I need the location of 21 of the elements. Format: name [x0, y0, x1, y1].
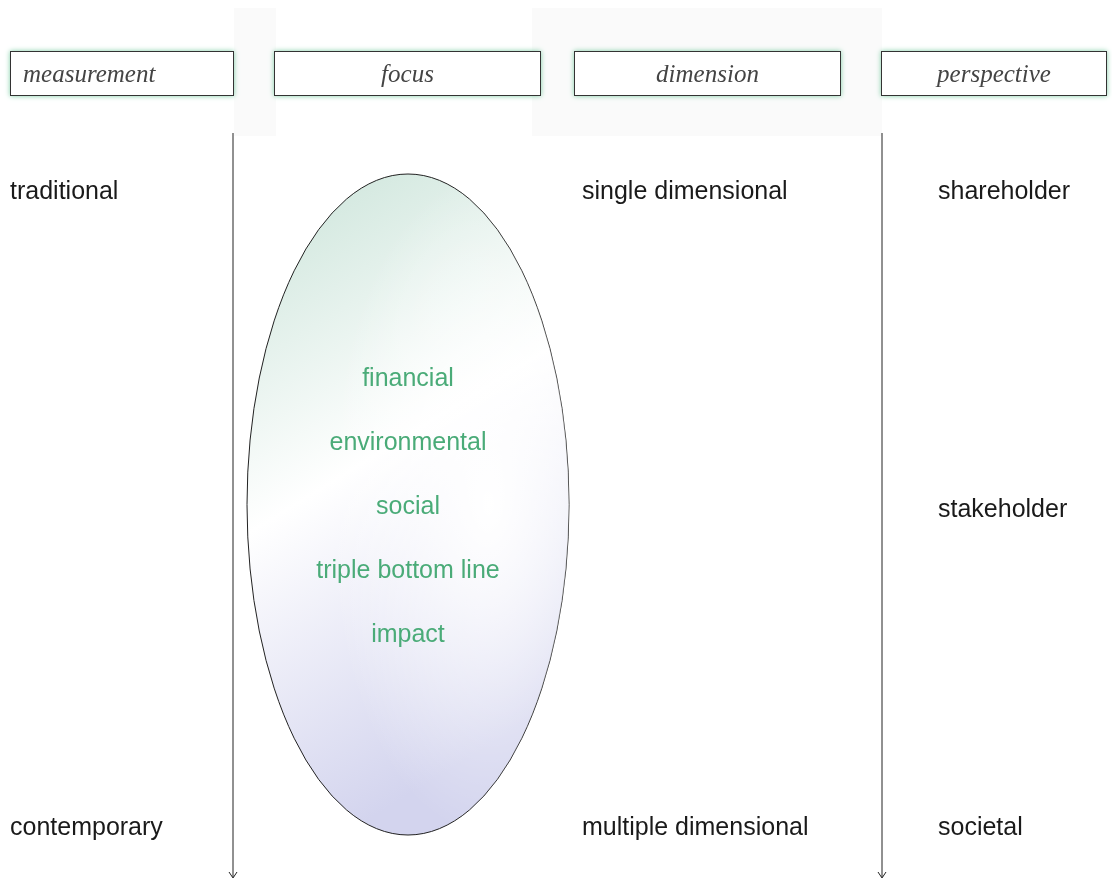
scale-label: stakeholder	[938, 493, 1068, 523]
header-box	[881, 51, 1107, 96]
focus-item: triple bottom line	[316, 553, 500, 585]
focus-item: impact	[371, 617, 445, 649]
header-text: perspective	[937, 58, 1051, 89]
focus-item: social	[376, 489, 440, 521]
header-box	[274, 51, 541, 96]
scale-label: shareholder	[938, 175, 1071, 205]
focus-item: financial	[362, 361, 454, 393]
scale-label: societal	[938, 811, 1023, 841]
header-box	[574, 51, 841, 96]
scale-label: single dimensional	[582, 175, 788, 205]
header-text: focus	[381, 58, 434, 89]
header-text: measurement	[23, 58, 156, 89]
focus-item: environmental	[329, 425, 487, 457]
scale-label: contemporary	[10, 811, 163, 841]
scale-label: traditional	[10, 175, 119, 205]
scale-label: multiple dimensional	[582, 811, 809, 841]
header-text: dimension	[656, 58, 759, 89]
header-box	[10, 51, 234, 96]
focus-ellipse	[246, 173, 570, 836]
